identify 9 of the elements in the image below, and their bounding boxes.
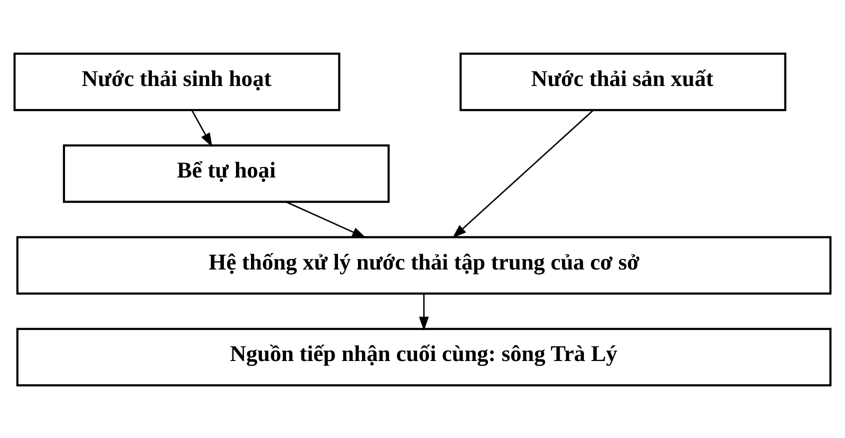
node-box: Hệ thống xử lý nước thải tập trung của cơ sở bbox=[16, 236, 832, 294]
node-box: Nguồn tiếp nhận cuối cùng: sông Trà Lý bbox=[16, 327, 832, 386]
arrow bbox=[418, 293, 429, 330]
arrow bbox=[191, 110, 212, 147]
arrow bbox=[452, 109, 594, 238]
node-box: Nước thải sinh hoạt bbox=[14, 52, 340, 111]
node-box: Nước thải sản xuất bbox=[460, 52, 786, 111]
node-box: Bể tự hoại bbox=[62, 144, 390, 202]
arrow bbox=[286, 200, 366, 238]
